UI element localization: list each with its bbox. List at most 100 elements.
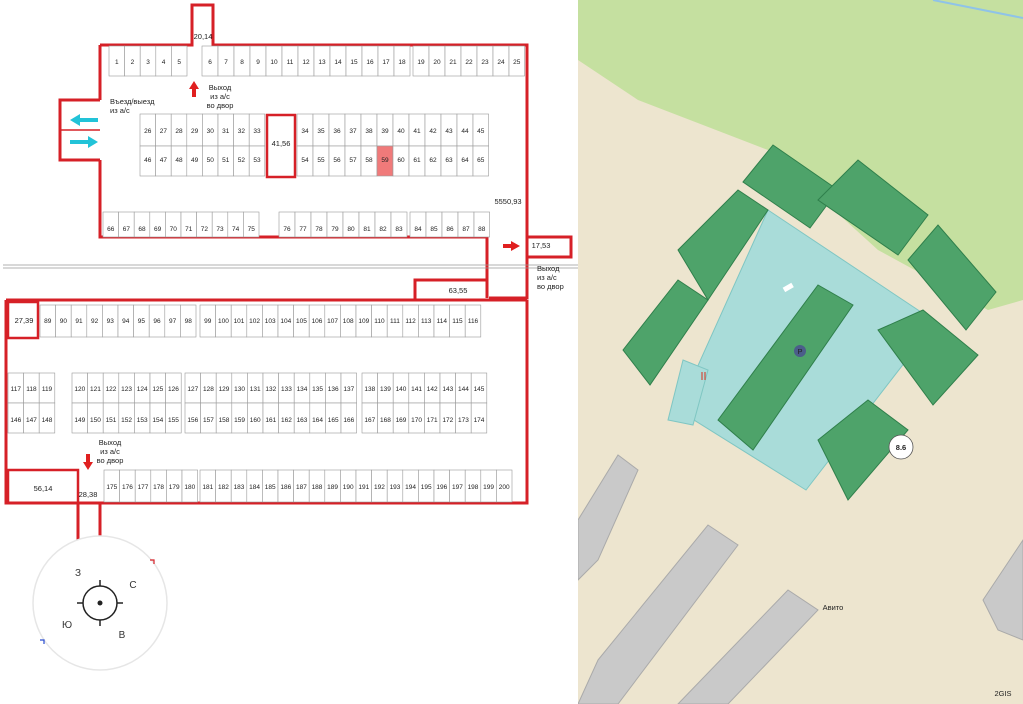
parking-spot[interactable]: [374, 211, 392, 238]
residential-building[interactable]: [907, 224, 997, 331]
residential-building[interactable]: [817, 159, 929, 256]
parking-spot-number: 36: [333, 128, 341, 135]
parking-spot-number: 15: [350, 59, 358, 66]
parking-spot[interactable]: [470, 402, 488, 434]
parking-spot[interactable]: [243, 211, 260, 238]
parking-spot[interactable]: [211, 211, 229, 238]
parking-spot[interactable]: [38, 402, 56, 434]
parking-spot[interactable]: [441, 211, 459, 238]
parking-spot-number: 181: [202, 484, 213, 491]
parking-spot-number: 7: [224, 59, 228, 66]
parking-spot-number: 88: [478, 226, 486, 233]
parking-spot-number: 165: [328, 417, 339, 424]
parking-spot[interactable]: [196, 211, 213, 238]
parking-spot-number: 70: [170, 226, 178, 233]
parking-spot-number: 2: [131, 59, 135, 66]
parking-spot[interactable]: [118, 211, 135, 238]
parking-spot-number: 192: [374, 484, 385, 491]
parking-spot-number: 31: [222, 128, 230, 135]
parking-spot-number: 79: [331, 226, 339, 233]
exit-label-top: из а/с: [210, 92, 230, 101]
parking-spot-number: 147: [26, 417, 37, 424]
parking-spot[interactable]: [425, 211, 443, 238]
residential-building[interactable]: [622, 279, 709, 386]
parking-icon[interactable]: [794, 345, 806, 357]
parking-spot[interactable]: [310, 211, 328, 238]
parking-spot-number: 153: [137, 417, 148, 424]
parking-spot-number: 104: [280, 318, 291, 325]
parking-spot[interactable]: [248, 145, 266, 177]
parking-spot[interactable]: [165, 402, 182, 434]
parking-spot[interactable]: [171, 45, 188, 77]
parking-spot-number: 17: [382, 59, 390, 66]
area-size-label: 17,53: [532, 241, 551, 250]
parking-spot-number: 13: [318, 59, 326, 66]
parking-spot-number: 121: [90, 386, 101, 393]
parking-spot-number: 55: [317, 157, 325, 164]
parking-spot-number: 41: [413, 128, 421, 135]
parking-spot-number: 9: [256, 59, 260, 66]
parking-spot-number: 160: [250, 417, 261, 424]
parking-symbol: P: [797, 347, 802, 356]
parking-spot[interactable]: [181, 469, 198, 503]
parking-spot[interactable]: [180, 304, 197, 338]
parking-spot-number: 21: [449, 59, 457, 66]
parking-spot-number: 75: [248, 226, 256, 233]
parking-spot-number: 112: [405, 318, 416, 325]
parking-spot-number: 1: [115, 59, 119, 66]
neighbor-building[interactable]: [982, 539, 1023, 641]
compass-dot: [97, 600, 103, 606]
residential-building[interactable]: [717, 284, 854, 451]
exit-label-right: во двор: [537, 282, 564, 291]
parking-spot[interactable]: [165, 211, 182, 238]
neighbor-building[interactable]: [677, 589, 819, 704]
parking-spot[interactable]: [326, 211, 344, 238]
parking-spot[interactable]: [133, 211, 151, 238]
parking-spot-number: 73: [216, 226, 224, 233]
parking-spot[interactable]: [294, 211, 312, 238]
residential-building[interactable]: [677, 189, 769, 301]
parking-spot[interactable]: [342, 211, 360, 238]
parking-spot-number: 187: [296, 484, 307, 491]
residential-building[interactable]: [877, 309, 979, 406]
parking-spot[interactable]: [473, 211, 490, 238]
parking-spot[interactable]: [464, 304, 482, 338]
parking-spot[interactable]: [457, 211, 475, 238]
parking-spot-number: 25: [513, 59, 521, 66]
parking-spot[interactable]: [102, 211, 119, 238]
parking-spot[interactable]: [472, 145, 489, 177]
neighbor-building[interactable]: [578, 524, 739, 704]
parking-spot[interactable]: [358, 211, 376, 238]
exit-label-top: Выход: [209, 83, 232, 92]
parking-spot-number: 142: [427, 386, 438, 393]
parking-spot-number: 80: [347, 226, 355, 233]
parking-spot-number: 84: [414, 226, 422, 233]
parking-spot[interactable]: [340, 402, 357, 434]
parking-spot[interactable]: [149, 211, 166, 238]
parking-spot-number: 133: [281, 386, 292, 393]
parking-spot-number: 10: [270, 59, 278, 66]
parking-spot-number: 143: [442, 386, 453, 393]
parking-spot-number: 102: [249, 318, 260, 325]
parking-spot-number: 86: [446, 226, 454, 233]
parking-spot[interactable]: [227, 211, 244, 238]
parking-spot[interactable]: [390, 211, 408, 238]
house-number-badge[interactable]: [888, 434, 914, 460]
parking-spot-number: 29: [191, 128, 199, 135]
parking-spot-number: 28: [175, 128, 183, 135]
parking-spot[interactable]: [393, 45, 411, 77]
parking-spot[interactable]: [278, 211, 296, 238]
neighbor-building[interactable]: [578, 454, 639, 581]
parking-spot-number: 106: [312, 318, 323, 325]
parking-spot[interactable]: [180, 211, 197, 238]
parking-spot-number: 64: [461, 157, 469, 164]
parking-spot[interactable]: [409, 211, 427, 238]
residential-building[interactable]: [817, 399, 909, 501]
parking-spot-number: 93: [107, 318, 115, 325]
parking-spot[interactable]: [496, 469, 513, 503]
parking-spot-number: 12: [302, 59, 310, 66]
parking-spot[interactable]: [508, 45, 525, 77]
parking-spot-number: 95: [138, 318, 146, 325]
